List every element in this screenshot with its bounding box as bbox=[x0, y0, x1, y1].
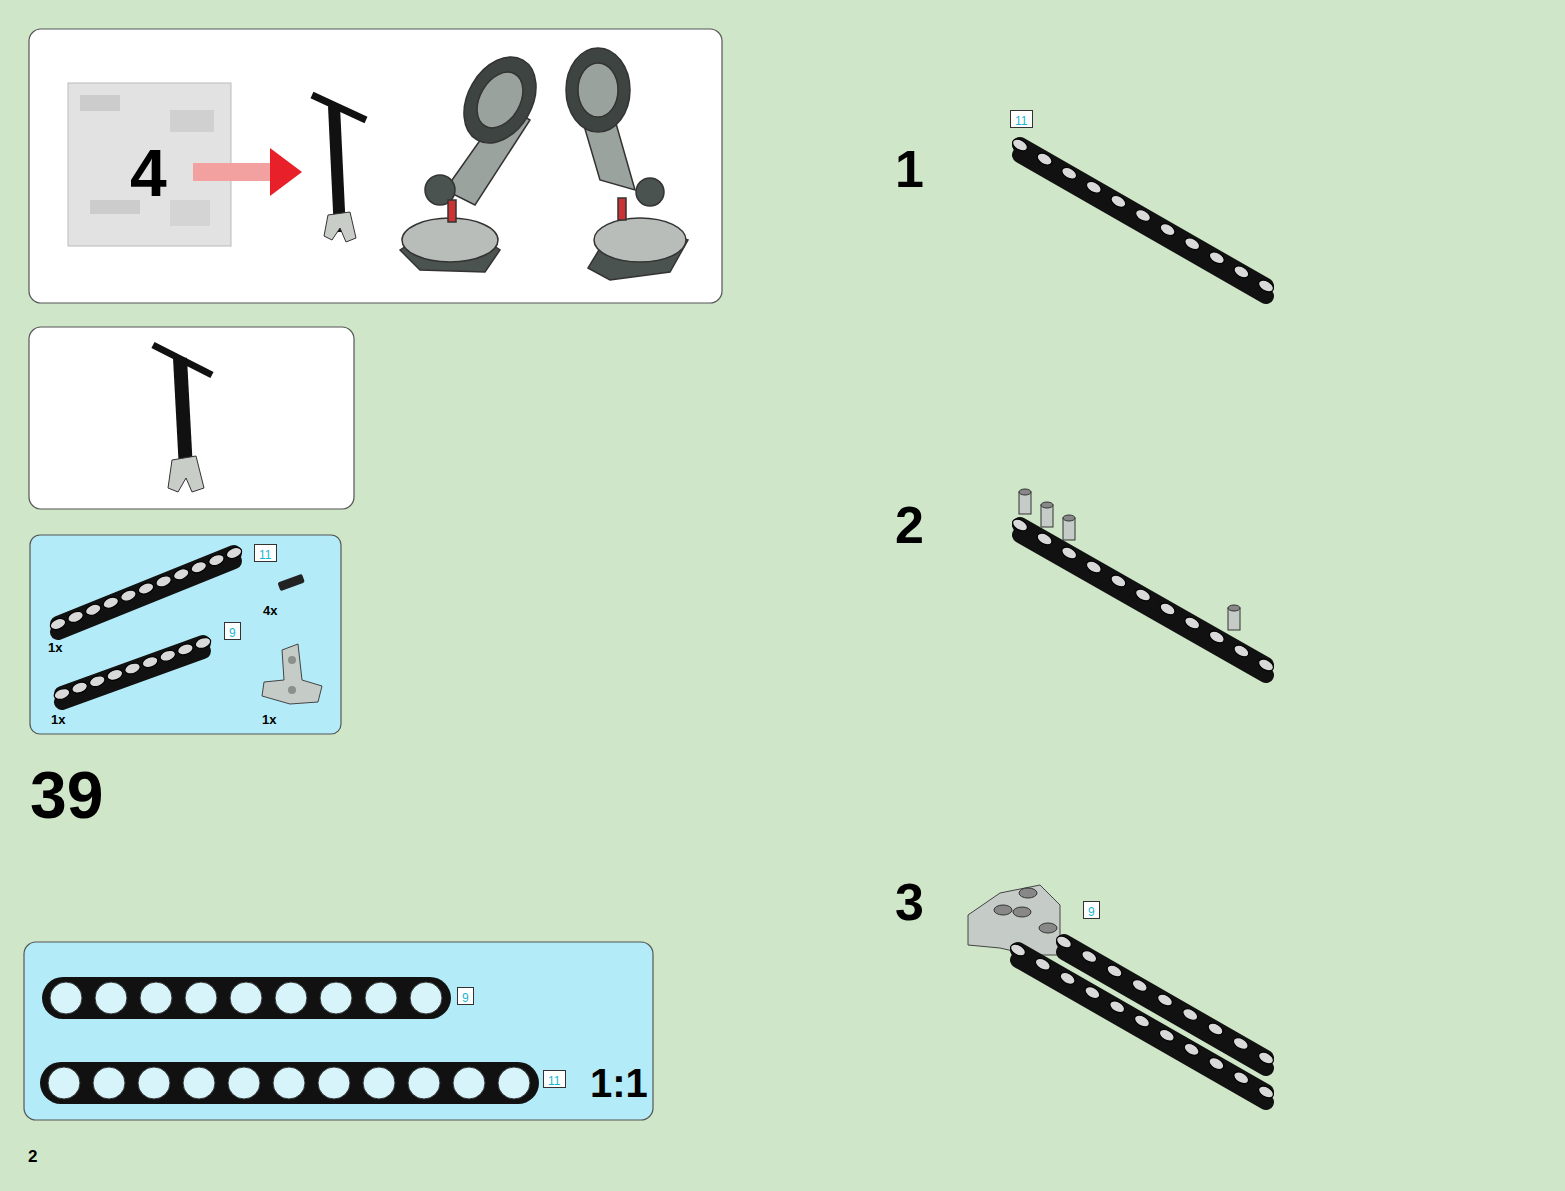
assembly-figure bbox=[312, 95, 366, 242]
beam bbox=[1011, 517, 1276, 675]
callout-number: 11 bbox=[255, 547, 275, 563]
length-callout: 9 bbox=[1083, 901, 1100, 919]
length-callout: 11 bbox=[254, 544, 277, 562]
length-callout: 9 bbox=[457, 987, 474, 1005]
part-count: 1x bbox=[51, 713, 65, 726]
length-callout: 9 bbox=[224, 622, 241, 640]
parts-list: 4x 1x 1x 1x 11 9 bbox=[30, 535, 341, 734]
page-number: 2 bbox=[28, 1148, 37, 1165]
bag-panel: 4 bbox=[29, 29, 722, 303]
beams bbox=[40, 137, 1275, 1104]
callout-number: 9 bbox=[458, 990, 473, 1006]
scale-ratio: 1:1 bbox=[590, 1063, 648, 1103]
length-callout: 11 bbox=[1010, 110, 1033, 128]
bag-panel bbox=[29, 29, 722, 303]
callout-number: 9 bbox=[1084, 904, 1099, 920]
beam bbox=[42, 977, 451, 1019]
length-callout: 11 bbox=[543, 1070, 566, 1088]
beam bbox=[1011, 137, 1276, 296]
red-arrow bbox=[193, 148, 302, 196]
parts-panel bbox=[30, 535, 341, 734]
beam bbox=[49, 545, 244, 632]
part-count: 1x bbox=[48, 641, 62, 654]
callout-number: 9 bbox=[225, 625, 240, 641]
leg-figure bbox=[400, 44, 551, 272]
scale-panel: 1:1 9 11 bbox=[24, 942, 653, 1120]
substep-number: 3 bbox=[895, 876, 924, 928]
assembly-figure bbox=[153, 345, 212, 492]
bag-number: 4 bbox=[130, 140, 167, 206]
part-count: 4x bbox=[263, 604, 277, 617]
substep-number: 1 bbox=[895, 143, 924, 195]
step-number: 39 bbox=[30, 762, 103, 828]
beam bbox=[40, 1062, 539, 1104]
pin bbox=[277, 574, 305, 591]
beam bbox=[53, 636, 212, 702]
beam bbox=[1009, 942, 1276, 1102]
t-connector bbox=[262, 644, 322, 704]
part-count: 1x bbox=[262, 713, 276, 726]
callout-number: 11 bbox=[1011, 113, 1031, 129]
callout-number: 11 bbox=[544, 1073, 564, 1089]
leg-figure bbox=[566, 48, 688, 280]
beam bbox=[1055, 934, 1276, 1068]
substep-number: 2 bbox=[895, 499, 924, 551]
result-panel bbox=[29, 327, 354, 509]
scale-panel bbox=[24, 942, 653, 1120]
